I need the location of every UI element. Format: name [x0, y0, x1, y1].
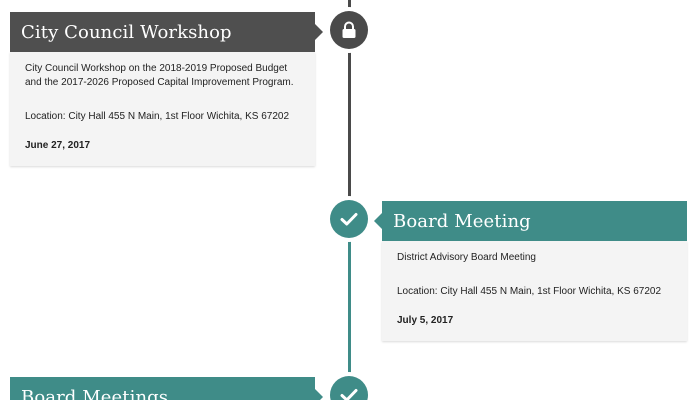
event-location: Location: City Hall 455 N Main, 1st Floo… [25, 111, 290, 122]
event-location: Location: City Hall 455 N Main, 1st Floo… [397, 286, 662, 297]
event-body: District Advisory Board Meeting Location… [382, 241, 687, 341]
event-date: July 5, 2017 [397, 315, 454, 326]
timeline-event: City Council Workshop City Council Works… [10, 12, 323, 166]
check-icon [330, 200, 368, 238]
check-icon [330, 376, 368, 400]
event-body: City Council Workshop on the 2018-2019 P… [10, 52, 315, 166]
event-date: June 27, 2017 [25, 140, 91, 151]
event-description: District Advisory Board Meeting [397, 252, 536, 263]
event-description: City Council Workshop on the 2018-2019 P… [25, 63, 294, 88]
timeline-line-upcoming [348, 213, 351, 400]
event-title[interactable]: Board Meeting [374, 201, 687, 241]
event-title[interactable]: Board Meetings [10, 377, 323, 400]
timeline-line-past [348, 0, 351, 213]
timeline-event: Board Meetings [10, 377, 323, 400]
event-title[interactable]: City Council Workshop [10, 12, 323, 52]
timeline-event: Board Meeting District Advisory Board Me… [374, 201, 687, 341]
lock-icon [330, 11, 368, 49]
